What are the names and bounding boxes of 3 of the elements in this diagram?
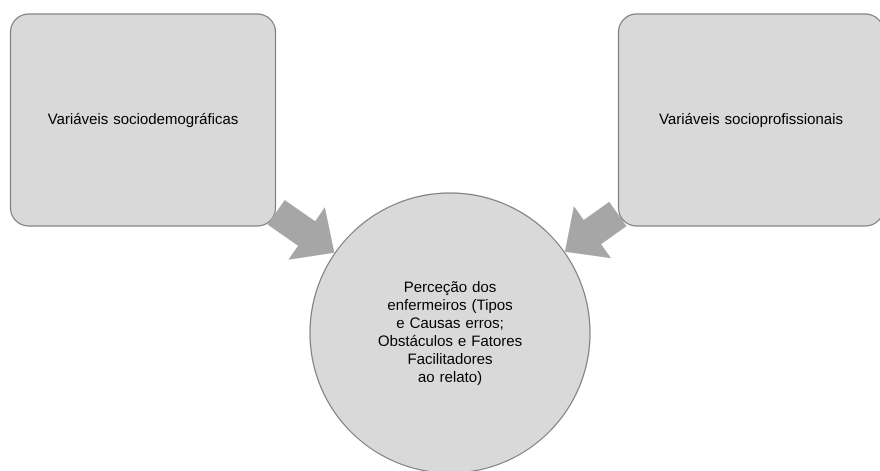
rounded-box: Variáveis sociodemográficas bbox=[10, 13, 276, 227]
rounded-box: Variáveis socioprofissionais bbox=[618, 13, 880, 227]
circle-node: Perceção dos enfermeiros (Tipos e Causas erros; Obstáculos e Fatores Facilitadores ao relato) bbox=[309, 192, 591, 471]
